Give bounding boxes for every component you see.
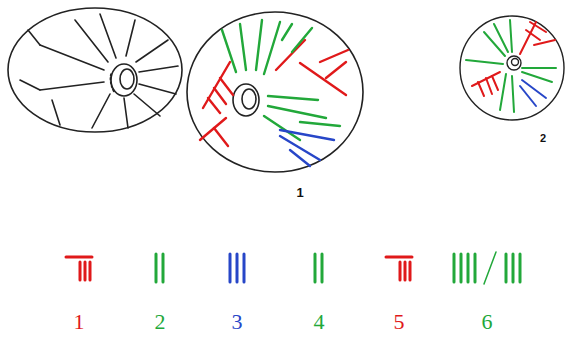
motif-symbol [454,252,520,284]
motif-number: 2 [155,311,166,333]
whorl-outline [8,8,182,132]
motif-symbol [66,257,92,280]
whorl-outline [460,16,564,120]
motif-symbol [386,257,412,280]
motif-symbol [156,254,163,282]
motif-number: 4 [314,311,325,333]
green-incisions [466,20,556,112]
whorl-outline [187,12,363,172]
red-incisions [200,40,348,146]
blue-incisions [280,130,334,166]
red-incisions [472,22,555,96]
motif-number: 6 [482,311,493,333]
motif-number: 5 [394,311,405,333]
motif-number: 1 [74,311,85,333]
green-incisions [222,20,340,140]
motif-symbol [315,254,322,282]
figure-number: 2 [540,133,546,144]
figure-number: 1 [296,186,303,199]
blue-incisions [520,80,546,106]
motif-number: 3 [232,311,243,333]
incised-lines [20,14,178,128]
motif-symbol [230,254,244,282]
